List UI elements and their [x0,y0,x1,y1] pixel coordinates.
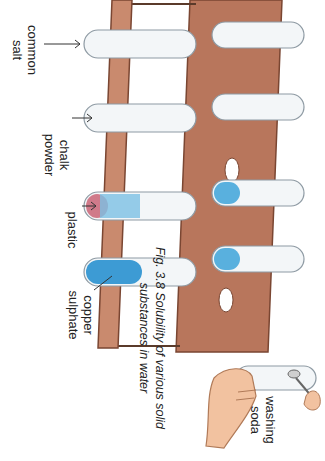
rack-hole [225,158,239,182]
washing-soda-label: washing soda [247,383,277,457]
plastic-label: plastic [65,200,80,260]
fingers [236,390,256,400]
spoon [288,370,300,378]
salt-label: common salt [9,19,39,81]
front-test-tubes [84,30,196,286]
water [100,194,140,218]
blue-solution [214,248,240,270]
copper-sulphate-label: copper sulphate [65,279,95,351]
rack-hole [219,288,233,312]
figure-caption: Fig. 3.8 Solubility of various solid sub… [136,220,169,456]
rear-test-tubes [212,22,304,272]
hand [304,391,320,410]
copper-sulphate-solution [86,260,142,284]
blue-solution [214,182,240,204]
chalk-label: chalk powder [41,124,71,186]
